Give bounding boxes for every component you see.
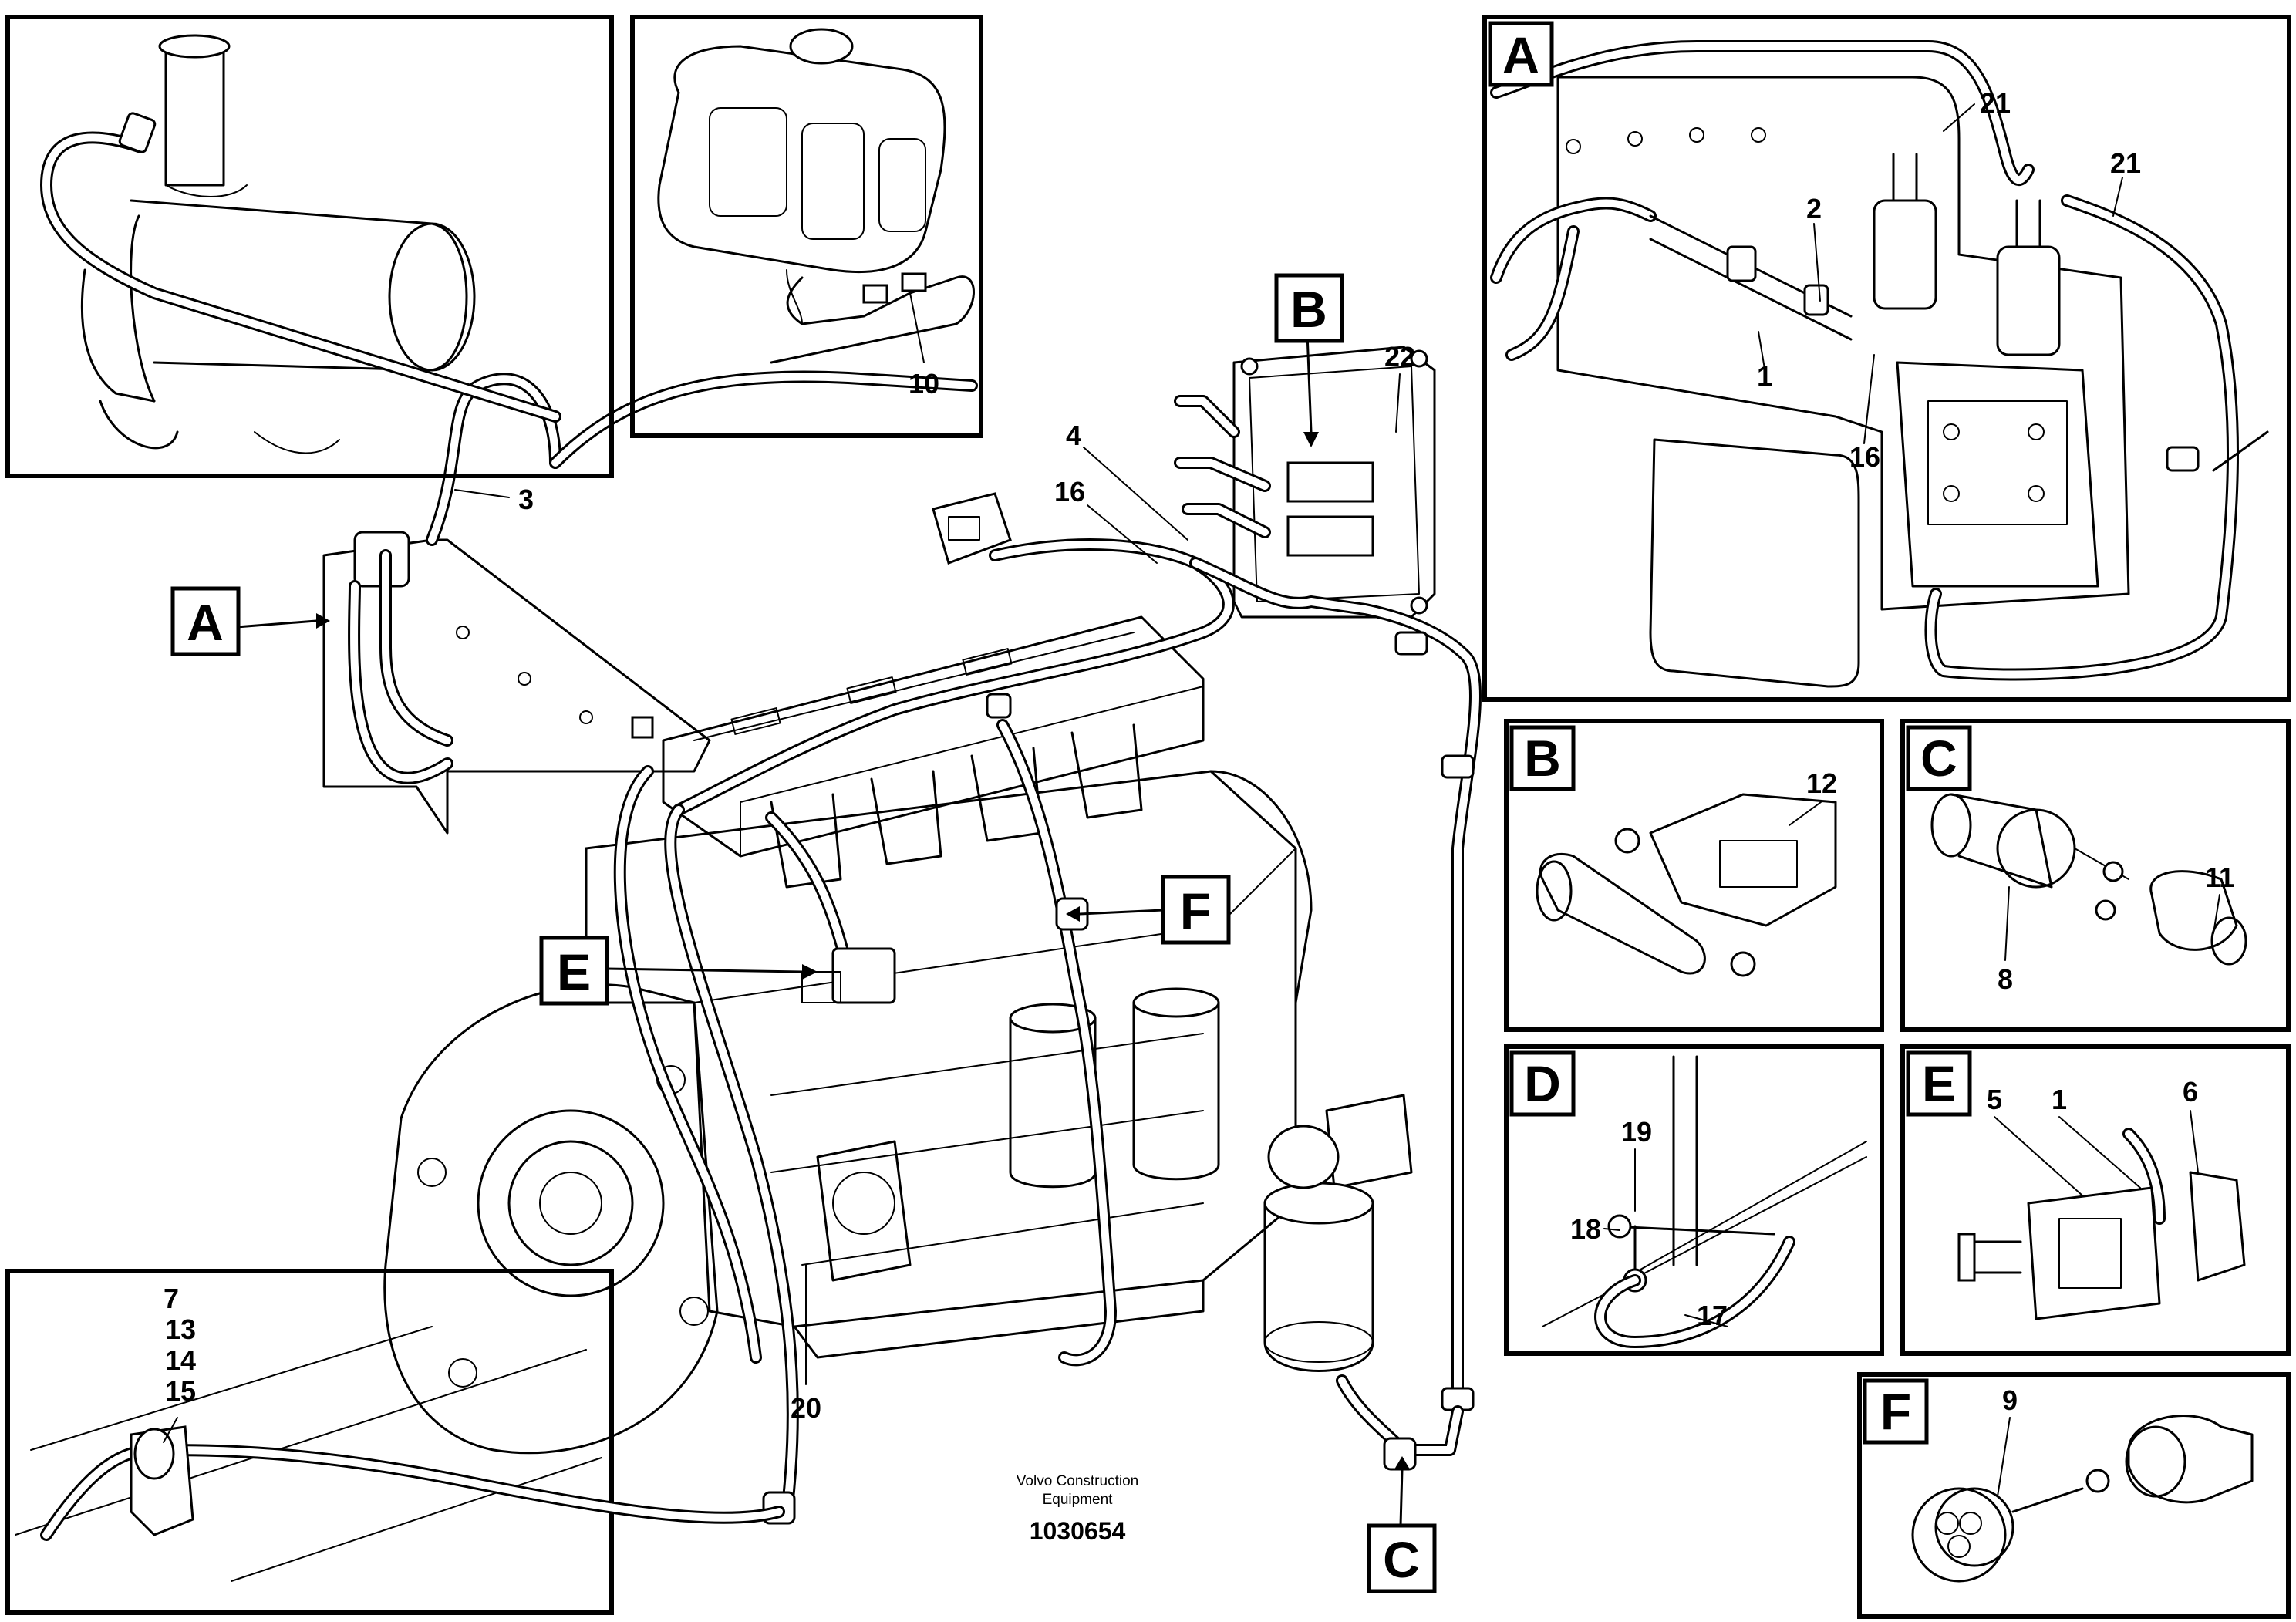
panel-F-drawing bbox=[1911, 1415, 2254, 1583]
panel-label-E-text: E bbox=[1922, 1055, 1956, 1112]
fuel-filter-drawing bbox=[1263, 1094, 1464, 1471]
panel-label-B-text: B bbox=[1524, 730, 1561, 787]
footer-company-line2: Equipment bbox=[1043, 1492, 1114, 1508]
panel-label-C: C bbox=[1906, 725, 1972, 791]
callout-D-19: 19 bbox=[1621, 1116, 1652, 1148]
callout-20: 20 bbox=[791, 1392, 821, 1424]
callout-D-18: 18 bbox=[1570, 1213, 1601, 1245]
callout-3: 3 bbox=[518, 484, 534, 515]
panel-label-A: A bbox=[1488, 21, 1554, 87]
sensor-connector-E-drawing bbox=[801, 947, 896, 1004]
view-label-F-main: F bbox=[1161, 875, 1231, 945]
footer-company-line1: Volvo Construction bbox=[1017, 1473, 1138, 1489]
callout-22: 22 bbox=[1384, 341, 1415, 373]
detail-panel-C-frame bbox=[1900, 719, 2291, 1032]
view-label-E-main: E bbox=[539, 936, 609, 1006]
panel-D-drawing bbox=[1542, 1055, 1867, 1348]
clamp-drawing bbox=[15, 1326, 785, 1582]
callout-C-11: 11 bbox=[2205, 862, 2234, 893]
engine-block-drawing bbox=[383, 615, 1313, 1455]
callout-10: 10 bbox=[909, 368, 939, 400]
callout-A-1: 1 bbox=[1757, 360, 1772, 392]
expansion-tank-drawing bbox=[657, 28, 975, 364]
air-filter-drawing bbox=[40, 34, 561, 454]
panel-label-D: D bbox=[1509, 1050, 1576, 1117]
panel-label-C-text: C bbox=[1920, 730, 1957, 787]
callout-E-1: 1 bbox=[2052, 1084, 2067, 1115]
callout-16: 16 bbox=[1054, 476, 1085, 508]
callout-E-5: 5 bbox=[1987, 1084, 2002, 1115]
callout-4: 4 bbox=[1066, 420, 1081, 451]
callout-A-21-right: 21 bbox=[2110, 147, 2141, 179]
panel-label-D-text: D bbox=[1524, 1055, 1561, 1112]
inset-clamp-frame bbox=[5, 1269, 614, 1615]
footer-block: Volvo Construction Equipment 1030654 bbox=[1017, 1473, 1138, 1545]
callout-7: 7 bbox=[164, 1283, 179, 1314]
detail-panel-A-frame bbox=[1482, 15, 2291, 702]
view-label-A-text: A bbox=[187, 594, 224, 651]
panel-label-B: B bbox=[1509, 725, 1576, 791]
callout-C-8: 8 bbox=[1998, 963, 2013, 995]
footer-doc-number: 1030654 bbox=[1030, 1517, 1126, 1545]
view-label-E-text: E bbox=[557, 943, 591, 1000]
view-label-C-text: C bbox=[1383, 1531, 1420, 1588]
callout-A-16: 16 bbox=[1849, 441, 1880, 473]
panel-C-drawing bbox=[1930, 793, 2247, 966]
callout-D-17: 17 bbox=[1697, 1300, 1728, 1331]
view-label-A-main: A bbox=[170, 586, 241, 656]
inset-expansion-tank-frame bbox=[630, 15, 983, 438]
top-connector-drawing bbox=[932, 492, 1012, 565]
view-label-B-main: B bbox=[1274, 273, 1344, 343]
callout-F-9: 9 bbox=[2002, 1384, 2018, 1416]
wiring-harness-drawing bbox=[348, 373, 1482, 1525]
view-label-F-text: F bbox=[1180, 882, 1211, 939]
panel-label-F: F bbox=[1863, 1378, 1929, 1445]
ecu-unit-drawing bbox=[1174, 346, 1436, 619]
panel-label-F-text: F bbox=[1880, 1383, 1911, 1440]
panel-label-E: E bbox=[1906, 1050, 1972, 1117]
callout-E-6: 6 bbox=[2183, 1076, 2198, 1108]
view-label-B-text: B bbox=[1290, 281, 1327, 338]
callout-numbers: 3 4 16 22 20 10 7 13 14 15 21 21 2 1 16 … bbox=[164, 87, 2234, 1424]
harness-to-insets bbox=[549, 370, 978, 469]
panel-B-drawing bbox=[1536, 793, 1837, 977]
callout-13: 13 bbox=[165, 1313, 196, 1345]
inset-air-filter-frame bbox=[5, 15, 614, 478]
ecu-bracket-drawing bbox=[322, 531, 711, 835]
detail-panel-E-frame bbox=[1900, 1044, 2291, 1356]
callout-15: 15 bbox=[165, 1375, 196, 1407]
callout-B-12: 12 bbox=[1806, 767, 1837, 799]
detail-panel-B-frame bbox=[1504, 719, 1884, 1032]
panel-E-drawing bbox=[1957, 1128, 2246, 1320]
detail-panel-D-frame bbox=[1504, 1044, 1884, 1356]
panel-label-A-text: A bbox=[1502, 26, 1539, 83]
callout-A-2: 2 bbox=[1806, 193, 1822, 224]
panel-A-drawing bbox=[1490, 40, 2269, 688]
callout-A-21-left: 21 bbox=[1980, 87, 2011, 119]
view-label-C-main: C bbox=[1367, 1523, 1437, 1593]
callout-14: 14 bbox=[165, 1344, 196, 1376]
leader-lines bbox=[163, 103, 2220, 1527]
detail-panel-F-frame bbox=[1857, 1372, 2291, 1619]
